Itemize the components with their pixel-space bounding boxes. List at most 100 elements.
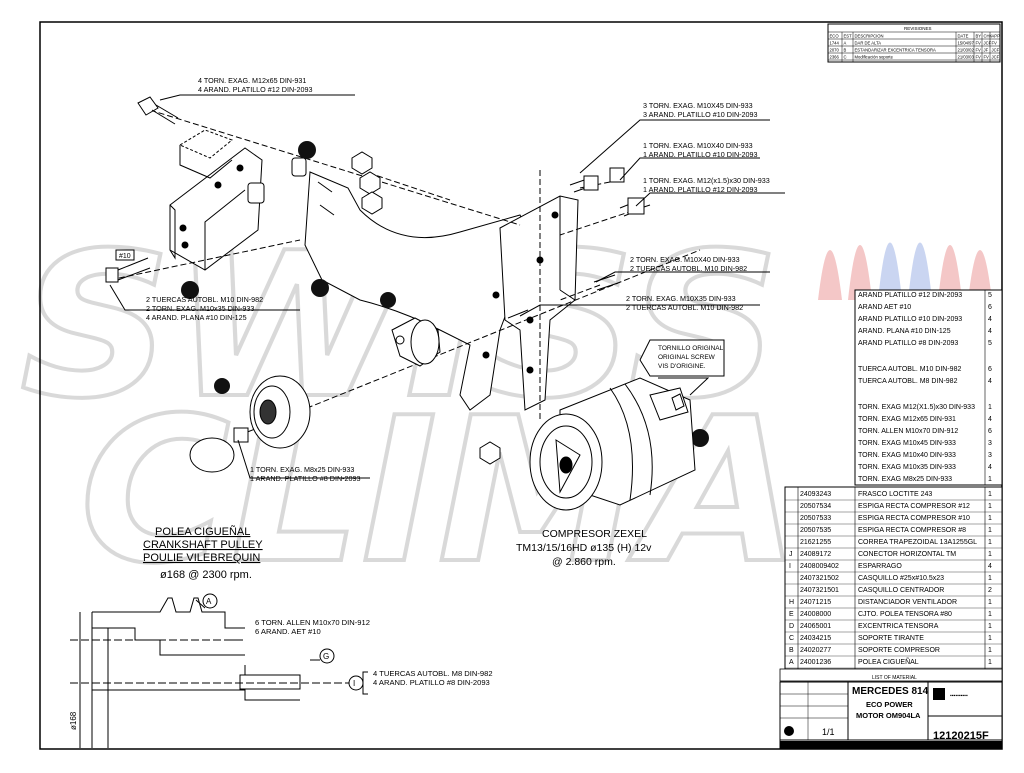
bom-part-number: 24034215	[800, 635, 831, 642]
callout-c3-line: 1 ARAND. PLATILLO #10 DIN-2093	[643, 150, 758, 159]
bom-part-description: CASQUILLO #25x#10.5x23	[858, 575, 944, 582]
revision-header: EST	[844, 34, 853, 39]
revision-cell: FV	[992, 41, 998, 46]
bom-hw-qty: 4	[988, 316, 992, 323]
bom-part-letter: E	[789, 611, 794, 618]
revision-header: ECO	[830, 34, 840, 39]
bom-hw-description: ARAND PLATILLO #8 DIN-2093	[858, 340, 958, 347]
bom-part-description: CORREA TRAPEZOIDAL 13A1255GL	[858, 539, 977, 546]
revision-cell: JCF	[984, 41, 992, 46]
bom-hw-qty: 6	[988, 366, 992, 373]
revision-cell: 2070	[830, 48, 840, 53]
bom-hw-description: TORN. ALLEN M10x70 DIN-912	[858, 428, 958, 435]
pulley-line1: POLEA CIGUEÑAL	[155, 525, 250, 538]
pulley-caption: POLEA CIGUEÑAL CRANKSHAFT PULLEY POULIE …	[143, 525, 263, 581]
bom-part-description: SOPORTE TIRANTE	[858, 635, 924, 642]
bom-hw-description: TORN. EXAG M8x25 DIN-933	[858, 476, 952, 483]
bom-hw-description: ARAND. PLANA #10 DIN-125	[858, 328, 951, 335]
callout-c10-line: 4 ARAND. PLATILLO #8 DIN-2093	[373, 678, 490, 687]
revision-cell: JCF	[992, 55, 1000, 60]
compressor-line1: COMPRESOR ZEXEL	[542, 528, 647, 540]
bom-part-description: ESPARRAGO	[858, 563, 902, 570]
callout-c4-line: 1 TORN. EXAG. M12(x1.5)x30 DIN-933	[643, 176, 770, 185]
bom-part-number: 24065001	[800, 623, 831, 630]
bom-part-description: CONECTOR HORIZONTAL TM	[858, 551, 956, 558]
callout-c2-line: 3 ARAND. PLATILLO #10 DIN-2093	[643, 110, 758, 119]
bom-hw-qty: 4	[988, 328, 992, 335]
tornillo-note: TORNILLO ORIGINAL ORIGINAL SCREW VIS D'O…	[639, 339, 725, 377]
detail-section	[70, 593, 368, 748]
revision-cell: JCF	[992, 48, 1000, 53]
title-name: MERCEDES 814	[852, 686, 929, 697]
compressor-body	[529, 377, 696, 511]
bom-hw-qty: 6	[988, 428, 992, 435]
bom-footer: LIST OF MATERIAL	[872, 675, 917, 681]
watermark-logo	[818, 242, 992, 300]
revision-cell: FV	[976, 48, 982, 53]
detail-labels: A G I ø168	[69, 597, 355, 730]
compressor-caption: COMPRESOR ZEXEL TM13/15/16HD ø135 (H) 12…	[516, 528, 652, 568]
revision-cell: Modificación soporte	[855, 55, 894, 60]
bom-part-number: 24020277	[800, 647, 831, 654]
drawing-number: 12120215F	[933, 730, 989, 742]
callout-c3-line: 1 TORN. EXAG. M10X40 DIN-933	[643, 141, 753, 150]
revision-header: APP	[992, 34, 1001, 39]
bom-part-number: 21621255	[800, 539, 831, 546]
detail-label-g: G	[323, 652, 329, 661]
bom-hw-qty: 4	[988, 416, 992, 423]
bom-part-description: CJTO. POLEA TENSORA #80	[858, 611, 952, 618]
bom-hw-description: TORN. EXAG M10x35 DIN-933	[858, 464, 956, 471]
callout-c8-line: 1 ARAND. PLATILLO #8 DIN-2093	[250, 474, 361, 483]
bom-part-qty: 1	[988, 527, 992, 534]
bom-part-description: ESPIGA RECTA COMPRESOR #12	[858, 503, 970, 510]
bom-part-number: 2408009402	[800, 563, 839, 570]
bom-hw-description: ARAND AET #10	[858, 304, 911, 311]
leader-lines	[109, 94, 785, 479]
bom-part-qty: 1	[988, 551, 992, 558]
callout-c9-line: 6 TORN. ALLEN M10x70 DIN-912	[255, 618, 370, 627]
tag-m10-text: #10	[119, 253, 131, 260]
bom-hw-description: TUERCA AUTOBL. M10 DIN-982	[858, 366, 961, 373]
revision-cell: 1744	[830, 41, 840, 46]
revision-cell: ESTANDARIZAR EXCENTRICA TENSORA	[855, 48, 936, 53]
bom-part-qty: 1	[988, 635, 992, 642]
callout-c5-line: 2 TORN. EXAG. M10X40 DIN-933	[630, 255, 740, 264]
bom-part-qty: 1	[988, 659, 992, 666]
callout-c4-line: 1 ARAND. PLATILLO #12 DIN-2093	[643, 185, 758, 194]
revision-cell: FV	[976, 41, 982, 46]
bom-part-number: 2407321501	[800, 587, 839, 594]
revision-cell: A	[844, 41, 847, 46]
bom-part-letter: C	[789, 635, 794, 642]
compressor-line2: TM13/15/16HD ø135 (H) 12v	[516, 542, 652, 554]
callout-c6-line: 2 TUERCAS AUTOBL. M10 DIN-982	[626, 303, 743, 312]
bom-part-description: DISTANCIADOR VENTILADOR	[858, 599, 957, 606]
callout-c8-line: 1 TORN. EXAG. M8x25 DIN-933	[250, 465, 354, 474]
detail-label-i: I	[353, 679, 355, 688]
bom-part-qty: 1	[988, 647, 992, 654]
bom-part-description: ESPIGA RECTA COMPRESOR #10	[858, 515, 970, 522]
bom-part-number: 24089172	[800, 551, 831, 558]
tensor-pulley	[189, 375, 311, 473]
revision-cell: B	[844, 48, 847, 53]
bom-hw-description: ARAND PLATILLO #10 DIN-2093	[858, 316, 962, 323]
bom-part-letter: D	[789, 623, 794, 630]
title-block: ▪▪▪▪▪▪▪▪▪▪ MERCEDES 814 ECO POWER MOTOR …	[779, 681, 1003, 750]
bom-part-description: EXCENTRICA TENSORA	[858, 623, 939, 630]
bom-part-qty: 1	[988, 575, 992, 582]
bom-hw-qty: 4	[988, 464, 992, 471]
bom-part-qty: 2	[988, 587, 992, 594]
callout-c6-line: 2 TORN. EXAG. M10X35 DIN-933	[626, 294, 736, 303]
bom-part-number: 2407321502	[800, 575, 839, 582]
callout-c5-line: 2 TUERCAS AUTOBL. M10 DIN-982	[630, 264, 747, 273]
bom-part-qty: 1	[988, 623, 992, 630]
projection-symbol-icon	[784, 726, 794, 736]
revision-header: BY	[976, 34, 982, 39]
bom-hw-description: TORN. EXAG M10x45 DIN-933	[858, 440, 956, 447]
bom-part-letter: I	[789, 563, 791, 570]
bom-part-letter: J	[789, 551, 793, 558]
callout-c7-line: 2 TUERCAS AUTOBL. M10 DIN-982	[146, 295, 263, 304]
